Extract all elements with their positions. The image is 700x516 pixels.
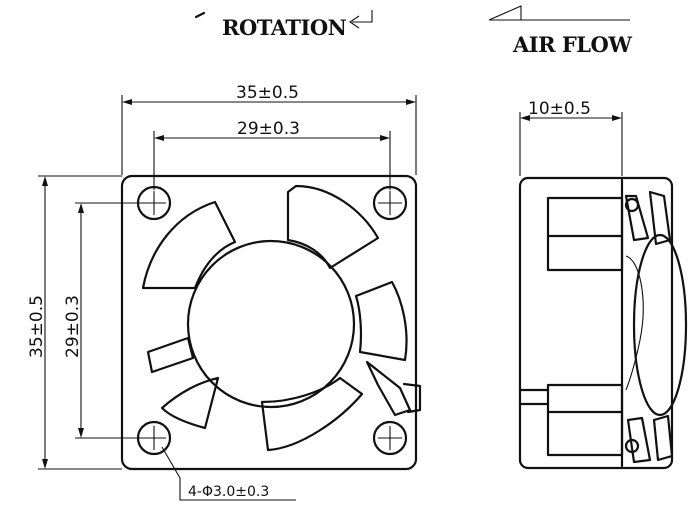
fan-blade: [141, 200, 237, 290]
mounting-hole: [136, 420, 172, 456]
fan-hub: [186, 239, 356, 409]
fan-blade: [260, 376, 364, 452]
hole-callout: 4-Φ3.0±0.3: [161, 446, 296, 501]
fan-side-view: [518, 176, 688, 470]
fan-blade: [160, 376, 220, 430]
airflow-indicator: AIR FLOW: [488, 5, 633, 57]
thickness-dimension: 10±0.5: [528, 99, 591, 119]
cable-exit: [402, 382, 422, 414]
outer-height-dimension: 35±0.5: [27, 295, 47, 358]
airflow-arrow-icon: [488, 5, 630, 21]
rotation-arrow-icon: [349, 10, 373, 29]
side-dimensions: 10±0.5: [519, 99, 623, 176]
mounting-hole: [372, 420, 408, 456]
fan-blade: [365, 360, 412, 417]
hole-spec-label: 4-Φ3.0±0.3: [188, 484, 269, 500]
mounting-hole: [136, 185, 172, 221]
hole-spacing-x-dimension: 29±0.3: [237, 119, 300, 139]
front-dimensions: 35±0.5 29±0.3 35±0.5 29±0.3: [27, 83, 417, 470]
fan-front-view: [120, 174, 422, 471]
outer-width-dimension: 35±0.5: [236, 83, 299, 103]
fan-blade: [146, 336, 195, 374]
rotation-indicator: ROTATION: [194, 10, 373, 40]
hole-spacing-y-dimension: 29±0.3: [63, 295, 83, 358]
airflow-label: AIR FLOW: [512, 32, 632, 57]
mounting-hole: [372, 185, 408, 221]
fan-blade: [286, 184, 380, 270]
rotation-label: ROTATION: [222, 15, 347, 40]
fan-blade: [354, 280, 408, 362]
